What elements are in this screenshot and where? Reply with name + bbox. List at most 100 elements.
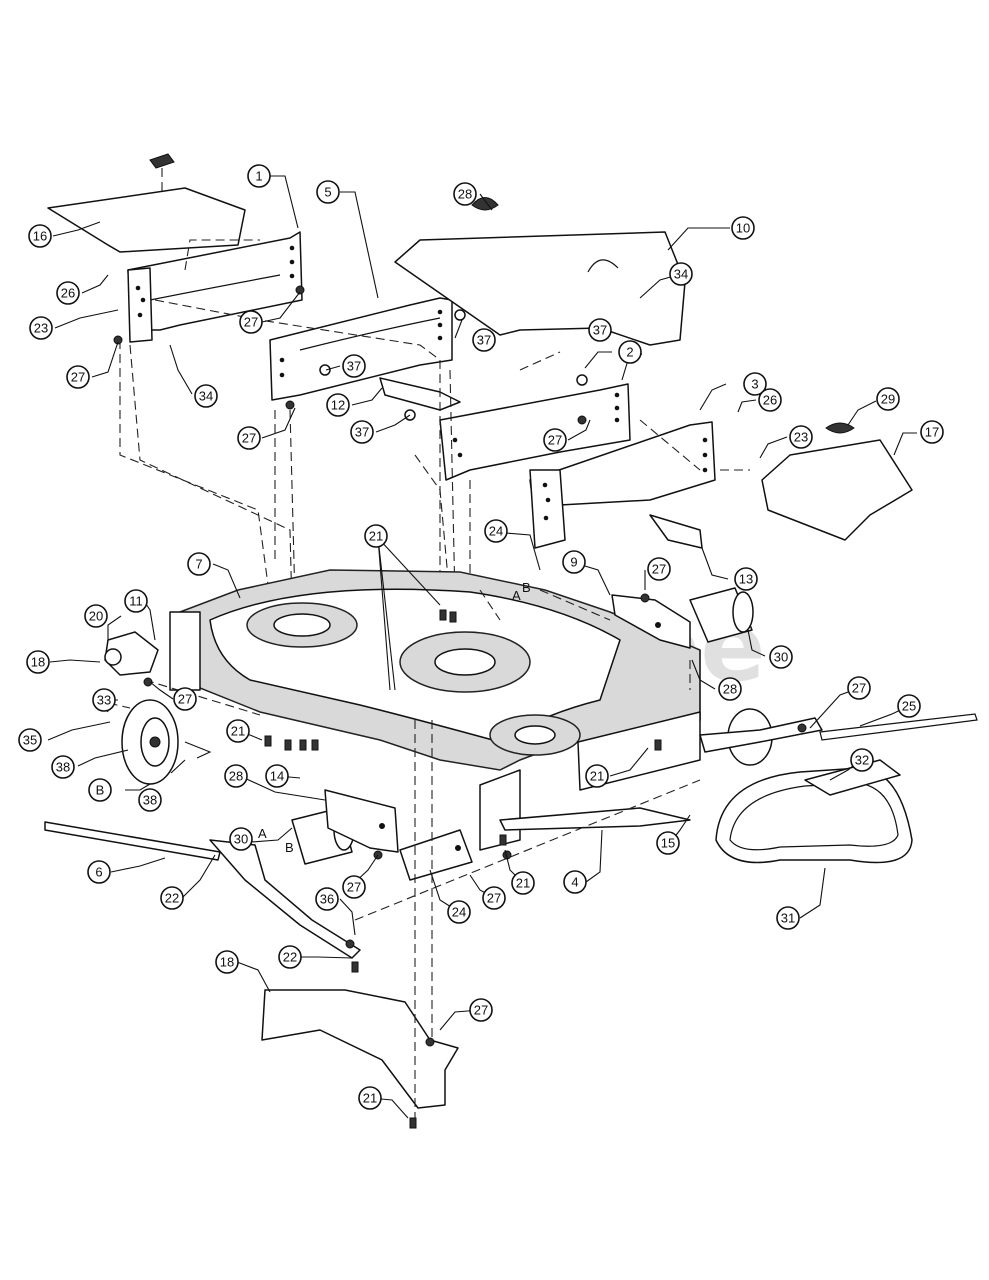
callout-7[interactable]: 7 — [187, 552, 211, 576]
callout-21-left[interactable]: 21 — [226, 719, 250, 743]
callout-33[interactable]: 33 — [92, 688, 116, 712]
callout-circle — [194, 384, 218, 408]
callout-27-a[interactable]: 27 — [239, 310, 263, 334]
callout-15[interactable]: 15 — [656, 831, 680, 855]
callout-circle — [66, 365, 90, 389]
callout-27-f[interactable]: 27 — [173, 687, 197, 711]
callout-6[interactable]: 6 — [87, 860, 111, 884]
callout-number: 37 — [347, 359, 361, 374]
callout-28-right[interactable]: 28 — [718, 677, 742, 701]
callout-circle — [92, 688, 116, 712]
callout-28-lower[interactable]: 28 — [224, 764, 248, 788]
callout-1[interactable]: 1 — [247, 164, 271, 188]
callout-23-right[interactable]: 23 — [789, 425, 813, 449]
callout-5[interactable]: 5 — [316, 180, 340, 204]
callout-circle — [342, 354, 366, 378]
callout-36[interactable]: 36 — [315, 887, 339, 911]
callout-22-b[interactable]: 22 — [278, 945, 302, 969]
callout-27-d[interactable]: 27 — [543, 428, 567, 452]
callout-12[interactable]: 12 — [326, 393, 350, 417]
callout-38-b[interactable]: 38 — [138, 788, 162, 812]
callout-14[interactable]: 14 — [265, 764, 289, 788]
callout-30-left[interactable]: 30 — [229, 827, 253, 851]
callout-number: 7 — [195, 557, 202, 572]
callout-number: 2 — [626, 345, 633, 360]
callout-16[interactable]: 16 — [28, 224, 52, 248]
callout-27-j[interactable]: 27 — [469, 998, 493, 1022]
callout-21-bottom[interactable]: 21 — [358, 1086, 382, 1110]
callout-29-right[interactable]: 29 — [876, 387, 900, 411]
callout-3[interactable]: 3 — [743, 372, 767, 396]
callout-circle — [669, 262, 693, 286]
callout-number: 38 — [56, 760, 70, 775]
callout-37-c[interactable]: 37 — [342, 354, 366, 378]
part-24-link — [399, 829, 473, 881]
callout-37-a[interactable]: 37 — [472, 328, 496, 352]
callout-11[interactable]: 11 — [124, 589, 148, 613]
callout-circle — [897, 694, 921, 718]
callout-27-c[interactable]: 27 — [237, 426, 261, 450]
callout-circle — [364, 524, 388, 548]
part-11-wheel-bracket — [104, 631, 159, 676]
callout-21-center[interactable]: 21 — [364, 524, 388, 548]
callout-13[interactable]: 13 — [734, 567, 758, 591]
callout-27-h[interactable]: 27 — [342, 875, 366, 899]
callout-18-lower[interactable]: 18 — [215, 950, 239, 974]
callout-circle — [563, 870, 587, 894]
callout-number: 1 — [255, 169, 262, 184]
callout-22-a[interactable]: 22 — [160, 886, 184, 910]
callout-24-lower[interactable]: 24 — [447, 900, 471, 924]
callout-26-right[interactable]: 26 — [758, 388, 782, 412]
callout-37-b[interactable]: 37 — [588, 318, 612, 342]
callout-number: 26 — [61, 286, 75, 301]
callout-number: B — [96, 783, 105, 798]
callout-35[interactable]: 35 — [18, 728, 42, 752]
callout-2[interactable]: 2 — [618, 340, 642, 364]
callout-38-a[interactable]: 38 — [51, 755, 75, 779]
callout-30-right[interactable]: 30 — [769, 645, 793, 669]
callout-circle — [326, 393, 350, 417]
callout-28[interactable]: 28 — [453, 182, 477, 206]
letter-a-upper: A — [512, 588, 521, 603]
callout-circle — [769, 645, 793, 669]
callout-10[interactable]: 10 — [731, 216, 755, 240]
leader-lines — [47, 175, 917, 1119]
callout-25[interactable]: 25 — [897, 694, 921, 718]
callout-number: 10 — [736, 221, 750, 236]
callout-circle — [453, 182, 477, 206]
callout-21-lower[interactable]: 21 — [511, 871, 535, 895]
callout-26-left[interactable]: 26 — [56, 281, 80, 305]
callout-number: 22 — [283, 950, 297, 965]
callout-18-left[interactable]: 18 — [26, 650, 50, 674]
callout-24-upper[interactable]: 24 — [484, 519, 508, 543]
callout-4[interactable]: 4 — [563, 870, 587, 894]
callout-27-g[interactable]: 27 — [847, 676, 871, 700]
callout-circle — [758, 388, 782, 412]
callout-32[interactable]: 32 — [850, 748, 874, 772]
callout-number: 24 — [489, 524, 503, 539]
callout-number: 33 — [97, 693, 111, 708]
callout-circle — [124, 589, 148, 613]
callout-number: 28 — [458, 187, 472, 202]
callout-21-right[interactable]: 21 — [585, 764, 609, 788]
callout-27-i[interactable]: 27 — [482, 886, 506, 910]
callout-37-d[interactable]: 37 — [350, 420, 374, 444]
callout-number: 29 — [881, 392, 895, 407]
callout-b-wheel[interactable]: B — [88, 778, 112, 802]
callout-circle — [562, 550, 586, 574]
callout-23-left[interactable]: 23 — [29, 316, 53, 340]
callout-20[interactable]: 20 — [84, 604, 108, 628]
callout-circle — [265, 764, 289, 788]
callout-31[interactable]: 31 — [776, 906, 800, 930]
callout-number: 18 — [31, 655, 45, 670]
part-18-front-bracket — [261, 989, 459, 1109]
callout-17[interactable]: 17 — [920, 420, 944, 444]
callout-9[interactable]: 9 — [562, 550, 586, 574]
callout-circle — [88, 778, 112, 802]
callout-circle — [160, 886, 184, 910]
callout-27-e[interactable]: 27 — [647, 557, 671, 581]
callout-circle — [18, 728, 42, 752]
callout-34-left[interactable]: 34 — [194, 384, 218, 408]
callout-27-b[interactable]: 27 — [66, 365, 90, 389]
callout-34-right[interactable]: 34 — [669, 262, 693, 286]
